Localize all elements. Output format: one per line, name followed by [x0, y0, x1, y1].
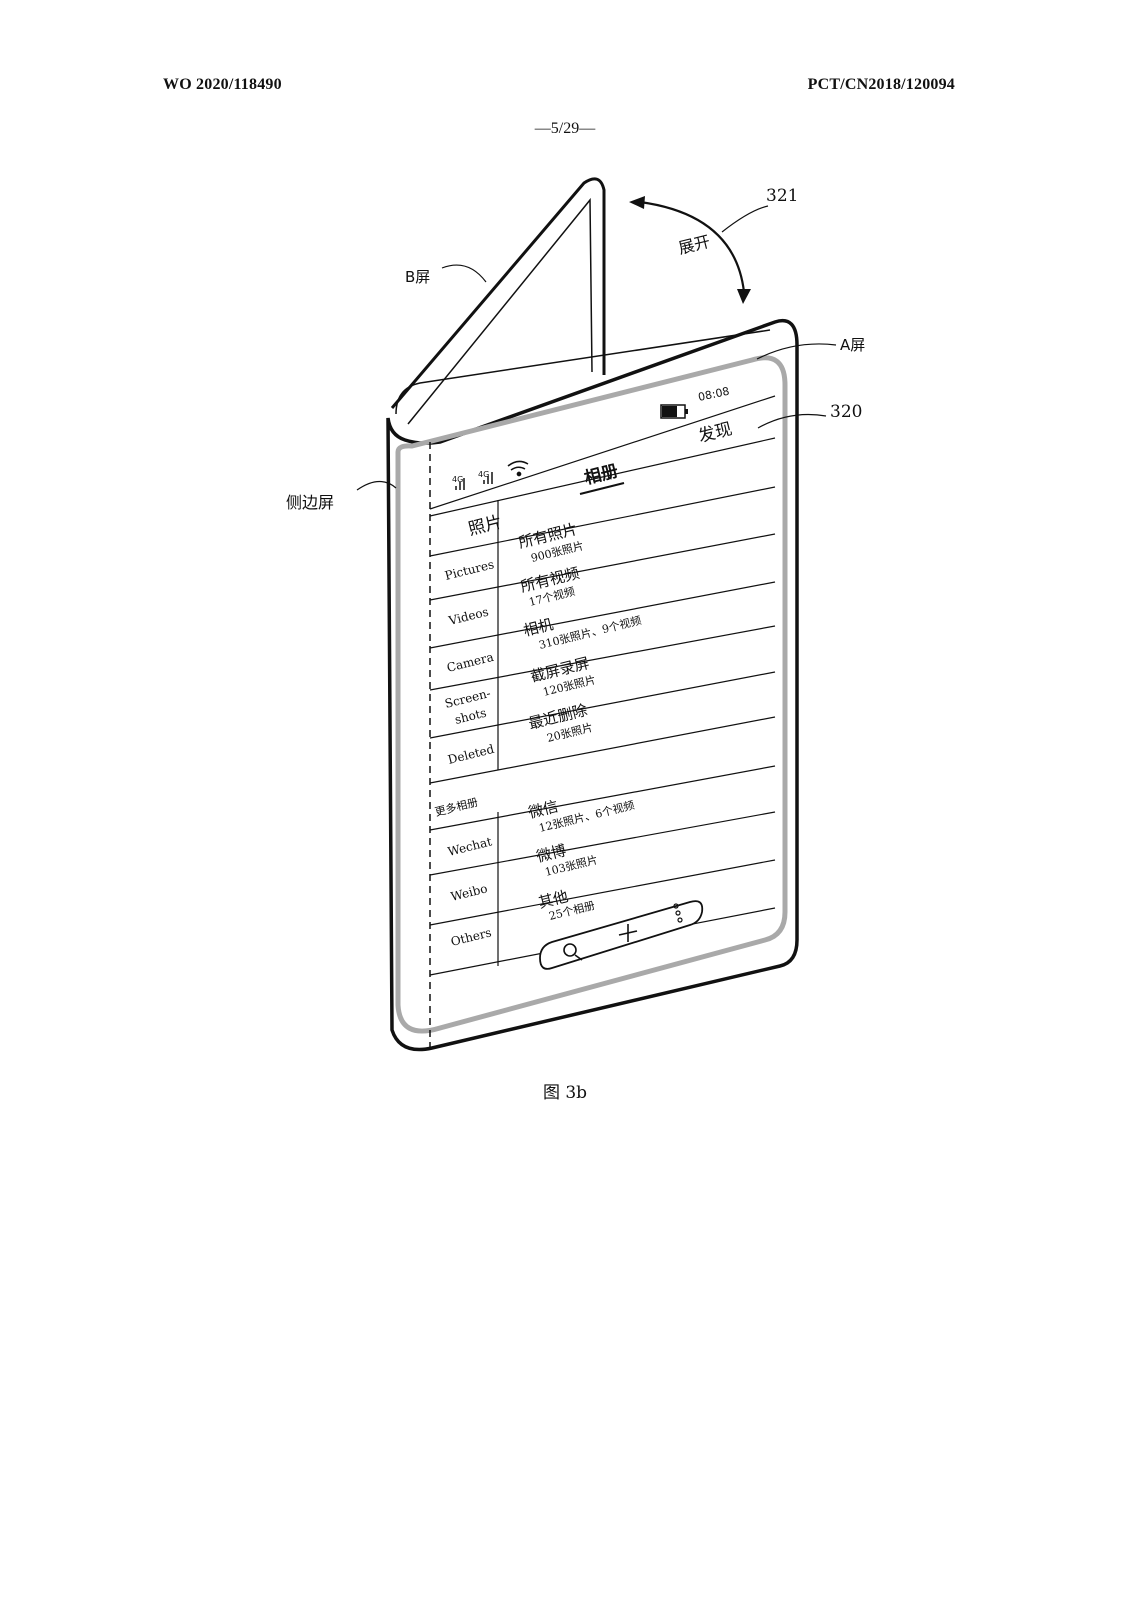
b-screen-panel [390, 177, 606, 425]
nav-discover[interactable]: 发现 [696, 419, 734, 447]
signal-icon [455, 478, 465, 490]
album-label: Pictures [443, 557, 495, 583]
ref-320: 320 [830, 402, 862, 422]
page-number: —5/29— [534, 120, 596, 137]
signal-label-1: 4G [452, 475, 463, 484]
album-label: Wechat [446, 834, 493, 858]
application-number: PCT/CN2018/120094 [807, 76, 955, 93]
phone-body [386, 319, 799, 1052]
wifi-icon [507, 460, 529, 477]
status-time: 08:08 [697, 385, 731, 404]
bottom-toolbar [539, 900, 704, 970]
signal-icon [483, 472, 493, 484]
callout-side-screen: 侧边屏 [286, 493, 334, 512]
signal-label-2: 4G [478, 470, 489, 479]
nav-bar: 相册 发现 [579, 419, 734, 495]
status-bar: 08:08 4G 4G [452, 385, 731, 490]
album-label: Camera [445, 650, 495, 675]
callout-a-screen: A屏 [840, 336, 865, 354]
more-dots-icon[interactable] [673, 903, 683, 923]
album-label: shots [453, 706, 488, 727]
figure-caption: 图 3b [542, 1083, 588, 1103]
plus-icon[interactable] [618, 924, 638, 942]
tab-underline [579, 482, 625, 495]
callout-b-screen: B屏 [405, 268, 430, 286]
album-label: Videos [446, 605, 490, 629]
ref-321: 321 [766, 186, 798, 206]
screen-grid [429, 395, 776, 976]
unfold-arrow [629, 196, 751, 304]
album-label: Weibo [449, 881, 488, 904]
album-label: Others [449, 925, 493, 949]
search-icon[interactable] [563, 943, 583, 961]
section-title-more-albums: 更多相册 [433, 795, 479, 819]
album-label: Deleted [446, 742, 496, 767]
unfold-label: 展开 [676, 232, 712, 258]
patent-number: WO 2020/118490 [163, 76, 282, 93]
leader-lines [356, 205, 837, 491]
